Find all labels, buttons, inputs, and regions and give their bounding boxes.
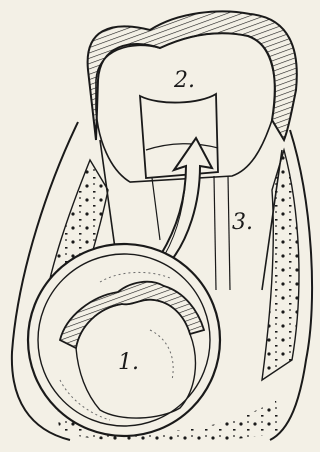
follicle-outer: [28, 244, 220, 436]
label-permanent-tooth-germ: 1.: [118, 352, 139, 374]
label-root: 3.: [232, 212, 253, 234]
eruption-arrow: [160, 138, 212, 262]
bone-right: [262, 150, 299, 380]
label-deciduous-tooth: 2.: [174, 70, 195, 92]
